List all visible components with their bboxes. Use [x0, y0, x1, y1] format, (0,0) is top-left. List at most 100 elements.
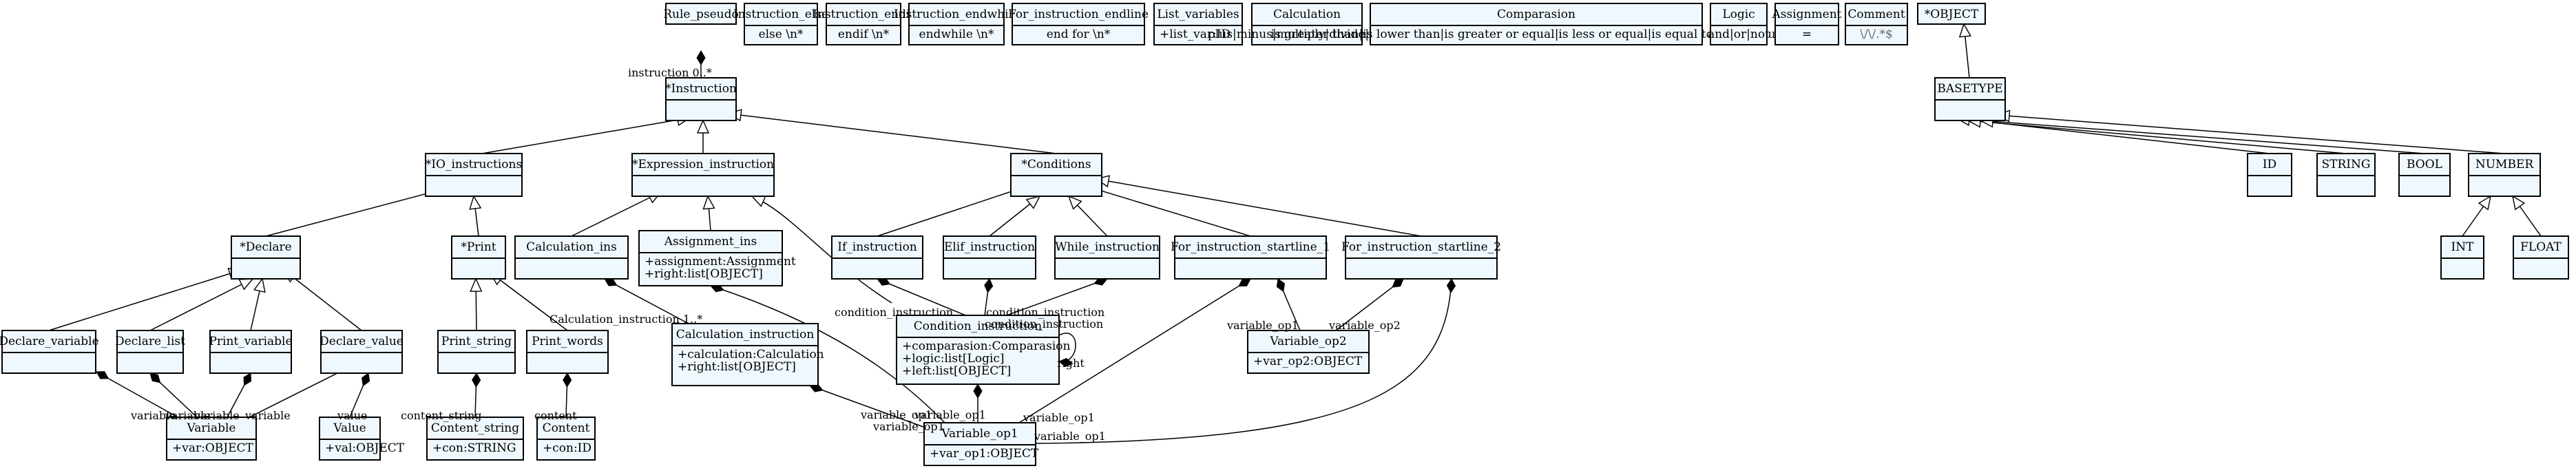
edge-label-right: right [1057, 357, 1085, 370]
class-name: Elif_instruction [944, 240, 1035, 254]
class-attribute: +calculation:Calculation [678, 348, 824, 361]
edge-label-variable-4: variable [244, 409, 291, 422]
inheritance-edge [265, 186, 456, 237]
class-box-declare: *Declare [231, 235, 301, 280]
class-name: Assignment_ins [664, 235, 757, 249]
class-attribute: is greater than|is lower than|is greater… [1271, 28, 1802, 41]
class-box-frame [671, 323, 819, 386]
edge-label-variable-op2-a: variable_op2 [1328, 319, 1401, 332]
class-name: Declare_variable [0, 335, 99, 348]
class-box-frame [1710, 3, 1768, 45]
class-box-value: Value+val:OBJECT [319, 417, 405, 461]
class-box-declare-value: Declare_value [320, 330, 404, 374]
inheritance-edge [708, 196, 711, 231]
class-box-bool: BOOL [2398, 153, 2451, 197]
composition-edge [227, 372, 252, 418]
class-name: Instruction_endif [813, 8, 915, 21]
class-name: Variable_op2 [1269, 335, 1346, 348]
edge-label-variable-op1-c: variable_op1 [914, 408, 986, 421]
inheritance-edge [1085, 186, 1251, 237]
edge-label-variable-3: variable [193, 409, 240, 422]
class-name: Comment [1847, 8, 1905, 21]
class-name: FLOAT [2520, 240, 2562, 254]
inheritance-edge [149, 279, 253, 331]
edge-label-condition-instruction-1: condition_instruction [835, 306, 953, 319]
class-box-instruction: *Instruction [665, 77, 737, 121]
class-name: STRING [2322, 158, 2371, 171]
composition-edge [249, 365, 352, 418]
class-attribute: +comparasion:Comparasion [902, 339, 1071, 353]
class-name: Declare_list [115, 335, 185, 348]
edge-label-variable-op1-e: variable_op1 [1023, 411, 1095, 424]
class-attribute: +var_op2:OBJECT [1253, 355, 1363, 368]
class-box-content: Content +con:ID [536, 417, 596, 461]
class-box-float: FLOAT [2513, 235, 2569, 280]
class-box-int: INT [2440, 235, 2484, 280]
edge-label-variable-op1-f: variable_op1 [1034, 430, 1106, 443]
class-name: *Declare [240, 240, 291, 254]
class-name: *IO_instructions [426, 158, 522, 171]
class-name: *Conditions [1021, 158, 1091, 171]
class-name: While_instruction [1055, 240, 1160, 254]
class-name: Content_string [431, 421, 519, 435]
class-box-comment: Comment \/\/.*$ [1845, 3, 1908, 45]
class-name: Content [543, 421, 590, 435]
class-box-calculation-instruction: Calculation_instruction+calculation:Calc… [671, 323, 824, 386]
inheritance-edge [1069, 196, 1108, 237]
class-box-basetype: BASETYPE [1934, 77, 2006, 121]
class-name: For_instruction_endline [1008, 8, 1149, 21]
class-attribute: +con:ID [543, 441, 591, 455]
class-attribute: plus|minus|multiply|divide|power [1208, 28, 1407, 41]
class-attribute: +list_var:ID [1160, 28, 1231, 41]
class-name: *Expression_instruction [632, 158, 774, 171]
edge-label-calculation-instruction: Calculation_instruction 1..* [549, 313, 702, 326]
composition-edge [1335, 278, 1404, 331]
composition-edge [96, 371, 178, 418]
class-box-id: ID [2247, 153, 2292, 197]
class-box-assignment-ins: Assignment_ins+assignment:Assignment+rig… [638, 230, 796, 286]
composition-edge [349, 372, 370, 418]
class-name: *Instruction [665, 82, 737, 96]
class-attribute: +logic:list[Logic] [902, 352, 1005, 366]
class-attribute: \/\/.*$ [1860, 28, 1893, 41]
class-name: Rule_pseudo [663, 8, 738, 21]
class-box-frame [1153, 3, 1243, 45]
class-name: Condition_instruction [914, 319, 1043, 333]
class-name: List_variables [1157, 8, 1239, 21]
class-box-io-instructions: *IO_instructions [425, 153, 523, 197]
class-box-object: *OBJECT [1917, 3, 1986, 25]
class-box-frame [908, 3, 1005, 45]
class-name: ID [2263, 158, 2276, 171]
class-box-frame [744, 3, 818, 45]
association-edges [48, 24, 2542, 444]
class-box-content-string: Content_string+con:STRING [426, 417, 524, 461]
composition-edge [1035, 278, 1456, 444]
class-box-declare-list: Declare_list [115, 330, 185, 374]
inheritance-edge [1968, 120, 2347, 154]
edge-label-content-string: content_string [401, 409, 481, 422]
class-attribute: endwhile \n* [919, 28, 994, 41]
class-attribute: +var_op1:OBJECT [930, 447, 1039, 461]
composition-edge [877, 277, 966, 316]
class-box-number: NUMBER [2468, 153, 2541, 197]
inheritance-edge [48, 270, 242, 331]
class-box-while-instruction: While_instruction [1054, 235, 1160, 280]
composition-edge [710, 283, 945, 423]
edge-label-variable-op1-d: variable_op1 [872, 420, 945, 433]
class-box-frame [1917, 3, 1986, 25]
class-name: Logic [1722, 8, 1755, 21]
class-attribute: +var:OBJECT [172, 441, 253, 455]
composition-edge [563, 372, 572, 418]
class-name: *Print [461, 240, 496, 254]
inheritance-edge [2462, 196, 2491, 237]
class-name: For_instruction_startline_2 [1341, 240, 1501, 254]
class-name: Declare_value [320, 335, 404, 348]
class-box-expression-instruction: *Expression_instruction [631, 153, 775, 197]
